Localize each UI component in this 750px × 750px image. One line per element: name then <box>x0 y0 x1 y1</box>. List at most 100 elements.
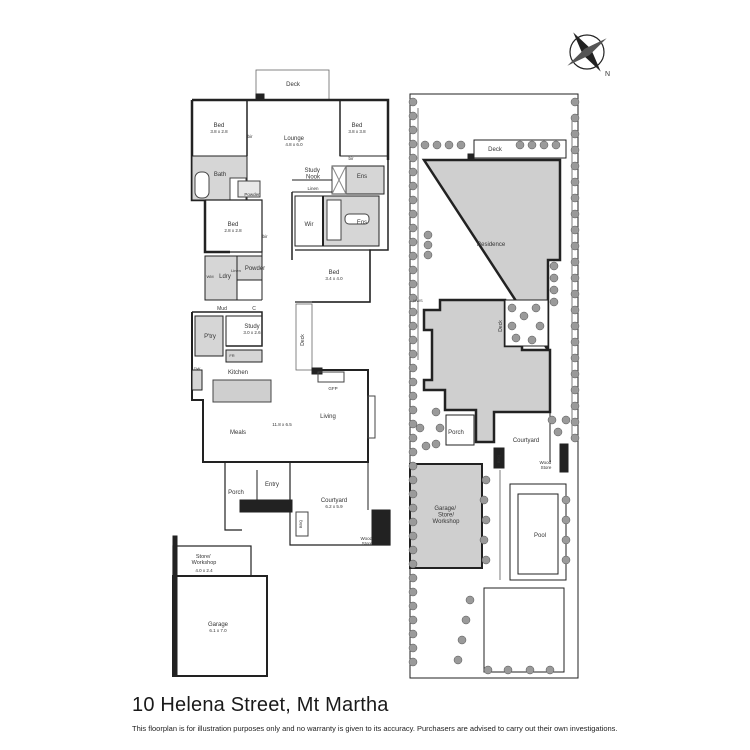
site-tree <box>481 515 491 525</box>
site-tree <box>549 261 559 271</box>
site-tree <box>570 129 580 139</box>
bed4-name: Bed <box>329 270 340 276</box>
ens2-label: Ens <box>357 220 367 226</box>
site-tree <box>461 615 471 625</box>
site-tree <box>570 241 580 251</box>
bbq-label: BBQ <box>298 520 303 528</box>
site-tree <box>408 321 418 331</box>
site-tree <box>570 433 580 443</box>
site-tree <box>570 369 580 379</box>
siteplan-labels: Deck Residence Deck HWS Porch Courtyard … <box>413 147 552 539</box>
site-tree <box>408 447 418 457</box>
site-tree <box>408 545 418 555</box>
gfp-label: GFP <box>328 386 337 391</box>
site-courtyard-label: Courtyard <box>513 438 539 444</box>
site-residence-label: Residence <box>477 242 506 248</box>
garage-name: Garage <box>208 622 229 628</box>
residence-footprint <box>421 158 562 444</box>
site-tree <box>511 333 521 343</box>
site-garage-label-text-line-2: Store/ <box>438 513 454 519</box>
bed1-dims: 3.8 x 2.8 <box>210 129 228 134</box>
site-tree <box>408 335 418 345</box>
site-tree <box>415 423 425 433</box>
site-tree <box>479 495 489 505</box>
compass: N <box>567 32 610 78</box>
site-tree <box>570 209 580 219</box>
ens1-label: Ens <box>357 174 367 180</box>
site-tree <box>570 161 580 171</box>
site-tree <box>408 405 418 415</box>
site-tree <box>408 195 418 205</box>
site-tree <box>408 181 418 191</box>
site-tree <box>408 461 418 471</box>
site-tree <box>535 321 545 331</box>
site-hws-label: HWS <box>413 298 423 303</box>
site-tree <box>408 433 418 443</box>
site-tree <box>408 349 418 359</box>
site-tree <box>570 145 580 155</box>
courtyard-name: Courtyard <box>321 498 347 504</box>
site-tree <box>408 559 418 569</box>
site-tree <box>408 601 418 611</box>
linen1-label: Linen <box>307 186 319 191</box>
lounge-name: Lounge <box>284 136 305 142</box>
site-deck2-label: Deck <box>498 320 504 332</box>
fr-label: FR <box>229 353 234 358</box>
site-tree <box>431 407 441 417</box>
site-wood-store-label-text: Wood <box>540 460 552 465</box>
site-tree <box>408 657 418 667</box>
site-tree <box>408 489 418 499</box>
disclaimer-text: This floorplan is for illustration purpo… <box>132 724 618 733</box>
site-tree <box>432 140 442 150</box>
lounge-dims: 4.8 x 6.0 <box>285 142 303 147</box>
site-garage-label-text: Garage/ <box>434 506 456 512</box>
wm-label: WM <box>206 274 213 279</box>
site-tree <box>503 665 513 675</box>
entry-label: Entry <box>265 482 279 488</box>
site-tree <box>561 515 571 525</box>
site-tree <box>481 555 491 565</box>
site-tree <box>408 615 418 625</box>
site-tree <box>408 279 418 289</box>
site-tree <box>570 321 580 331</box>
site-tree <box>408 111 418 121</box>
store-workshop-name: Store/ Workshop <box>192 554 217 566</box>
site-tree <box>456 140 466 150</box>
site-tree <box>553 427 563 437</box>
bed3-dims: 2.8 x 2.8 <box>224 228 242 233</box>
site-tree <box>483 665 493 675</box>
site-tree <box>549 297 559 307</box>
bed4-dims: 3.4 x 4.0 <box>325 276 343 281</box>
site-trees <box>408 97 580 675</box>
site-tree <box>408 503 418 513</box>
site-tree <box>421 441 431 451</box>
site-tree <box>481 475 491 485</box>
site-tree <box>570 305 580 315</box>
site-tree <box>420 140 430 150</box>
study-nook-label-text: Study <box>304 168 319 174</box>
site-tree <box>570 353 580 363</box>
store-workshop-name-text-line-2: Workshop <box>192 560 217 566</box>
floorplan-labels: Deck Bed 3.8 x 2.8 Lounge 4.8 x 6.0 Bed … <box>192 82 373 633</box>
site-tree <box>408 293 418 303</box>
site-tree <box>570 177 580 187</box>
deck2-label: Deck <box>300 334 306 346</box>
site-wood-store-label: Wood Store <box>540 460 553 470</box>
siteplan <box>409 93 579 679</box>
site-tree <box>549 273 559 283</box>
site-tree <box>570 273 580 283</box>
kitchen-island <box>212 379 272 403</box>
site-tree <box>570 417 580 427</box>
site-tree <box>408 531 418 541</box>
pool-outer <box>509 483 567 581</box>
dw-label: DW <box>194 366 201 371</box>
site-tree <box>408 223 418 233</box>
c-label: C <box>252 306 256 312</box>
site-tree <box>561 535 571 545</box>
powder1-label: Powder <box>244 192 260 197</box>
site-tree <box>408 573 418 583</box>
bed1-name: Bed <box>214 123 225 129</box>
compass-north-label: N <box>605 71 610 78</box>
wir-label: Wir <box>305 222 314 228</box>
